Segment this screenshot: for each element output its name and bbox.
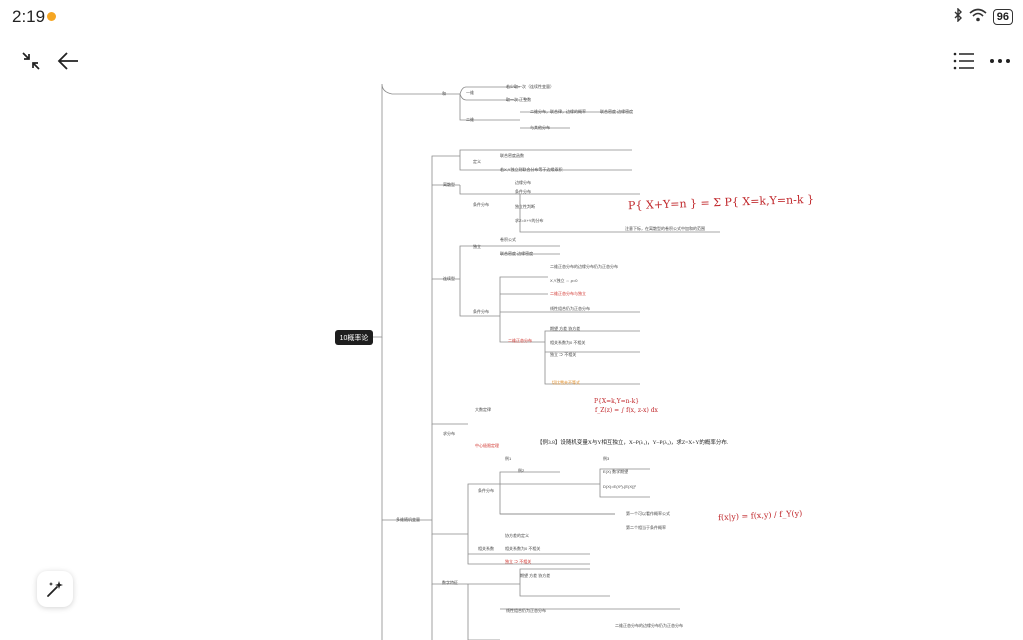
- note-label[interactable]: 取一次 正整数: [506, 97, 532, 102]
- bluetooth-icon: [953, 6, 963, 27]
- note-label[interactable]: 求Z=X+Y的分布: [515, 218, 544, 223]
- back-arrow-icon[interactable]: [55, 48, 81, 74]
- wifi-icon: [969, 8, 987, 27]
- note-label[interactable]: 大数定律: [475, 407, 491, 412]
- battery-indicator: 96: [992, 9, 1013, 25]
- branch-label[interactable]: 定义: [473, 159, 481, 164]
- note-label[interactable]: 独立 ⇒ 不相关: [550, 352, 577, 357]
- branch-label[interactable]: 条件分布: [478, 488, 494, 493]
- magic-wand-button[interactable]: [37, 571, 73, 607]
- note-label[interactable]: 二维分布，联合律，边缘的概率: [530, 109, 586, 114]
- note-label[interactable]: 期望 方差 协方差: [520, 573, 551, 578]
- collapse-icon[interactable]: [18, 48, 44, 74]
- branch-label[interactable]: 二维正态分布: [508, 338, 532, 343]
- note-label[interactable]: 相关系数为0 不相关: [550, 340, 586, 345]
- mindmap-connectors: [373, 84, 720, 640]
- note-label[interactable]: 联合密度 边缘密度: [500, 251, 534, 256]
- note-label[interactable]: 二维正态分布的边缘分布仍为正态分布: [615, 623, 683, 628]
- note-label[interactable]: 条件分布: [515, 189, 531, 194]
- note-label[interactable]: 线性组合仍为正态分布: [506, 608, 546, 613]
- note-label[interactable]: 例3: [603, 456, 610, 461]
- note-label[interactable]: 例1: [505, 456, 512, 461]
- note-label[interactable]: 边缘分布: [515, 180, 531, 185]
- status-bar: 2:19 96: [0, 0, 1023, 34]
- note-label[interactable]: 第一个可以看作概率公式: [626, 511, 670, 516]
- note-label[interactable]: 切比雪夫不等式: [552, 380, 580, 385]
- branch-label[interactable]: 一维: [466, 90, 474, 95]
- note-label[interactable]: 若X,Y独立则联合分布等于边缘乘积: [500, 167, 563, 172]
- note-label[interactable]: 联合密度 边缘密度: [600, 109, 634, 114]
- note-label[interactable]: X,Y独立 ⇔ ρ=0: [550, 278, 578, 283]
- toolbar: [0, 40, 1023, 84]
- note-label[interactable]: 注意下标，在离散型的卷积公式中加和的范围: [625, 226, 705, 231]
- note-label[interactable]: 期望 方差 协方差: [550, 326, 581, 331]
- outline-list-icon[interactable]: [951, 48, 977, 74]
- root-node[interactable]: 10概率论: [335, 330, 373, 345]
- branch-label[interactable]: 数字特征: [442, 580, 458, 585]
- branch-label[interactable]: 和: [442, 91, 446, 96]
- note-label[interactable]: 例2: [518, 468, 525, 473]
- note-label[interactable]: 独立性判断: [515, 204, 535, 209]
- branch-label[interactable]: 求分布: [443, 431, 455, 436]
- branch-label[interactable]: 离散型: [443, 182, 455, 187]
- note-label[interactable]: 第二个相当于条件概率: [626, 525, 666, 530]
- branch-label[interactable]: 独立: [473, 244, 481, 249]
- branch-label[interactable]: 二维: [466, 117, 474, 122]
- handwritten-note: P{X=k,Y=n-k}: [594, 398, 640, 405]
- status-time: 2:19: [12, 7, 46, 26]
- branch-label[interactable]: 相关系数: [478, 546, 494, 551]
- mindmap-canvas[interactable]: 10概率论 和 一维 二维 离散型 连续型 求分布 多维随机变量 定义 条件分布…: [0, 84, 1023, 640]
- note-label[interactable]: D(X)=E(X²)-[E(X)]²: [603, 484, 636, 489]
- more-icon[interactable]: [987, 48, 1013, 74]
- branch-label[interactable]: 多维随机变量: [396, 517, 420, 522]
- example-formula[interactable]: 【例3.8】设随机变量X与Y相互独立，X~P(λ₁)，Y~P(λ₂)，求Z=X+…: [537, 440, 729, 446]
- note-label[interactable]: 协方差的定义: [505, 533, 529, 538]
- note-label[interactable]: 相关系数为0 不相关: [505, 546, 541, 551]
- branch-label[interactable]: 连续型: [443, 276, 455, 281]
- note-label[interactable]: 若少取一次（连续性变量）: [506, 84, 554, 89]
- note-label[interactable]: 中心极限定理: [475, 443, 499, 448]
- branch-label[interactable]: 条件分布: [473, 202, 489, 207]
- branch-label[interactable]: 条件分布: [473, 309, 489, 314]
- note-label[interactable]: 卷积公式: [500, 237, 516, 242]
- note-label[interactable]: 线性组合仍为正态分布: [550, 306, 590, 311]
- note-label[interactable]: 二维正态分布与独立: [550, 291, 586, 296]
- note-label[interactable]: 联合密度函数: [500, 153, 524, 158]
- note-label[interactable]: E(X) 数学期望: [603, 469, 629, 474]
- handwritten-note: f_Z(z) = ∫ f(x, z-x) dx: [595, 407, 658, 414]
- note-label[interactable]: 与其他分布: [530, 125, 550, 130]
- magic-wand-icon: [47, 581, 63, 597]
- note-label[interactable]: 二维正态分布的边缘分布仍为正态分布: [550, 264, 618, 269]
- notification-dot-icon: [47, 12, 56, 21]
- status-icons: 96: [953, 6, 1013, 27]
- note-label[interactable]: 独立 ⇒ 不相关: [505, 559, 532, 564]
